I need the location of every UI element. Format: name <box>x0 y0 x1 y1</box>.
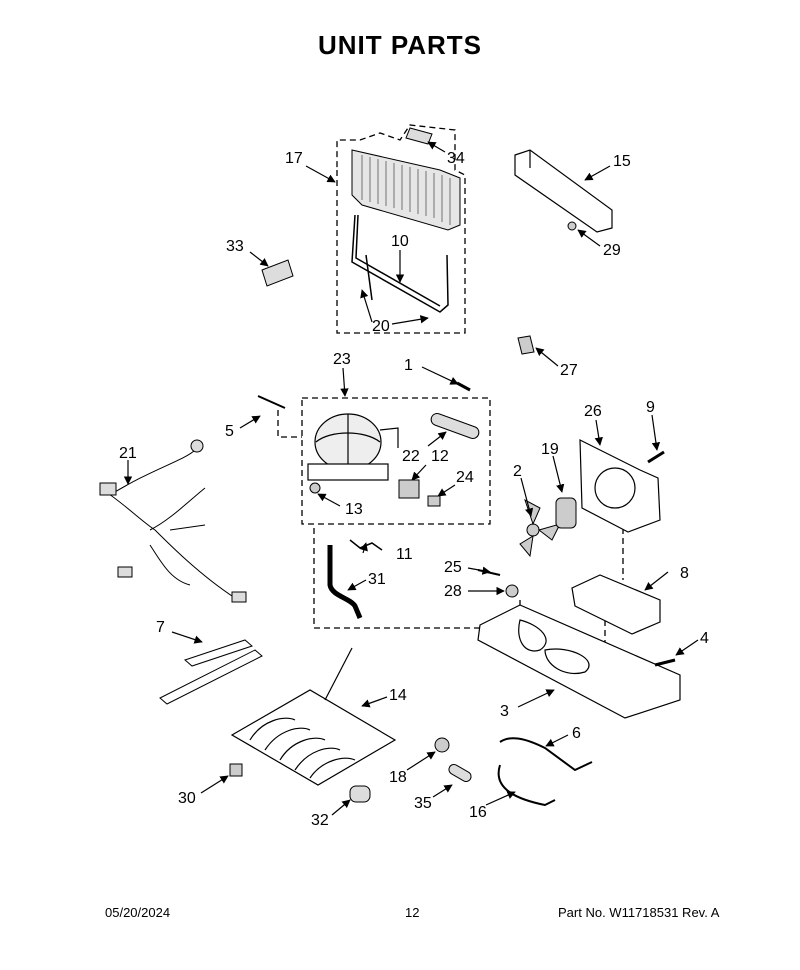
tube-part-35 <box>448 764 472 782</box>
leader-lines <box>123 141 699 816</box>
callout-31: 31 <box>368 571 386 588</box>
grommet-part-13 <box>309 482 321 494</box>
bracket-part-7 <box>159 639 263 705</box>
callout-32: 32 <box>311 812 329 829</box>
grommet-part-28 <box>505 584 519 598</box>
clip-part-5 <box>257 395 286 409</box>
callout-numbers: 1 2 3 4 5 6 7 8 9 10 11 12 13 14 15 16 1… <box>119 150 709 829</box>
drain-tube-part-31 <box>327 545 363 619</box>
clip-part-30 <box>229 763 243 777</box>
callout-28: 28 <box>444 583 462 600</box>
callout-2: 2 <box>513 463 522 480</box>
footer-part-number: Part No. W11718531 Rev. A <box>558 905 720 920</box>
drier-part-22 <box>430 413 480 439</box>
thermostat-part-18 <box>434 737 450 753</box>
screw-part-9 <box>647 450 665 464</box>
callout-34: 34 <box>447 150 465 167</box>
callout-29: 29 <box>603 242 621 259</box>
base-plate-part-3 <box>477 604 681 719</box>
evaporator-part <box>351 149 461 231</box>
callout-5: 5 <box>225 423 234 440</box>
callout-22: 22 <box>402 448 420 465</box>
spacer-part-32 <box>349 785 371 803</box>
callout-6: 6 <box>572 725 581 742</box>
callout-25: 25 <box>444 559 462 576</box>
condenser-part-14 <box>230 647 397 786</box>
callout-13: 13 <box>345 501 363 518</box>
callout-35: 35 <box>414 795 432 812</box>
callout-20: 20 <box>372 318 390 335</box>
callout-9: 9 <box>646 399 655 416</box>
cover-part-24 <box>427 495 441 507</box>
callout-24: 24 <box>456 469 474 486</box>
callout-30: 30 <box>178 790 196 807</box>
screw-part-29 <box>567 221 577 231</box>
footer-date: 05/20/2024 <box>105 905 171 920</box>
callout-33: 33 <box>226 238 244 255</box>
callout-17: 17 <box>285 150 303 167</box>
page-title: UNIT PARTS <box>317 30 483 60</box>
callout-16: 16 <box>469 804 487 821</box>
callout-4: 4 <box>700 630 709 647</box>
channel-part-15 <box>514 149 613 233</box>
defrost-heater-part <box>351 214 449 313</box>
callout-12: 12 <box>431 448 449 465</box>
bracket-part-8 <box>571 574 661 635</box>
tube-part-6 <box>499 737 593 772</box>
screw-part-4 <box>654 658 676 667</box>
wire-harness-part-21 <box>99 439 247 603</box>
callout-15: 15 <box>613 153 631 170</box>
callout-11: 11 <box>396 546 413 563</box>
callout-1: 1 <box>404 357 413 374</box>
callout-14: 14 <box>389 687 407 704</box>
relay-part-12 <box>398 479 420 499</box>
callout-27: 27 <box>560 362 578 379</box>
callout-10: 10 <box>391 233 409 250</box>
callout-21: 21 <box>119 445 137 462</box>
footer-page-number: 12 <box>405 905 420 920</box>
callout-3: 3 <box>500 703 509 720</box>
callout-7: 7 <box>156 619 165 636</box>
tape-part-34 <box>405 127 433 145</box>
fan-blade-part-2 <box>519 498 561 558</box>
callout-26: 26 <box>584 403 602 420</box>
callout-8: 8 <box>680 565 689 582</box>
cover-part-33 <box>261 259 294 287</box>
tube-part-16 <box>497 764 556 807</box>
callout-19: 19 <box>541 441 559 458</box>
bolt-part-1 <box>456 381 471 392</box>
fan-motor-part-19 <box>555 497 577 529</box>
evaporator-group-outline <box>336 124 466 334</box>
grommet-part-27 <box>517 335 535 355</box>
compressor-part <box>307 413 399 481</box>
callout-18: 18 <box>389 769 407 786</box>
callout-23: 23 <box>333 351 351 368</box>
fan-shroud-part-26 <box>579 439 661 533</box>
